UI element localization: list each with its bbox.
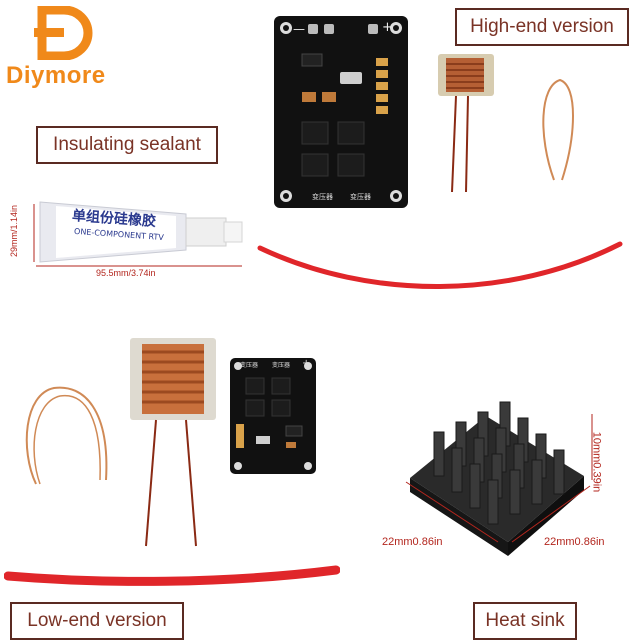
high-end-transformer-marking-2: 变压器 bbox=[350, 193, 371, 201]
label-insulating-sealant: Insulating sealant bbox=[36, 126, 218, 164]
brand-logo: Diymore bbox=[6, 6, 136, 92]
heat-sink-dimension-lines bbox=[405, 414, 593, 543]
low-end-plus-marking: + bbox=[302, 358, 311, 369]
heat-sink-width-dimension: 22mm0.86in bbox=[382, 536, 443, 548]
low-end-driver-board bbox=[230, 358, 316, 474]
high-end-transformer-marking-1: 变压器 bbox=[312, 193, 333, 201]
high-end-minus-marking: — bbox=[293, 22, 305, 36]
red-heat-shrink-tube-bottom bbox=[4, 565, 340, 586]
label-low-end-version: Low-end version bbox=[10, 602, 184, 640]
sealant-height-dimension: 29mm/1.14in bbox=[9, 204, 20, 258]
heat-sink bbox=[410, 401, 584, 556]
heat-sink-depth-dimension: 22mm0.86in bbox=[544, 536, 605, 548]
label-high-end-version: High-end version bbox=[455, 8, 629, 46]
low-end-ignition-coil bbox=[130, 338, 216, 547]
heat-sink-height-dimension: 10mm0.39in bbox=[590, 431, 603, 493]
high-end-plus-marking: + bbox=[382, 20, 393, 35]
sealant-dimension-lines bbox=[33, 204, 242, 267]
low-end-transformer-marking-2: 变压器 bbox=[272, 362, 291, 369]
sealant-length-dimension: 95.5mm/3.74in bbox=[96, 268, 156, 278]
red-heat-shrink-tube-top bbox=[257, 241, 623, 289]
sealant-tube bbox=[39, 201, 243, 263]
label-heat-sink: Heat sink bbox=[473, 602, 577, 640]
high-end-driver-board bbox=[274, 16, 408, 208]
brand-name: Diymore bbox=[6, 62, 106, 89]
high-end-ignition-coil bbox=[438, 54, 494, 193]
copper-wire-loop-bottom bbox=[25, 386, 108, 485]
copper-wire-loop-top bbox=[542, 78, 574, 181]
diymore-logo-icon bbox=[34, 6, 93, 60]
low-end-transformer-marking-1: 变压器 bbox=[240, 362, 259, 369]
